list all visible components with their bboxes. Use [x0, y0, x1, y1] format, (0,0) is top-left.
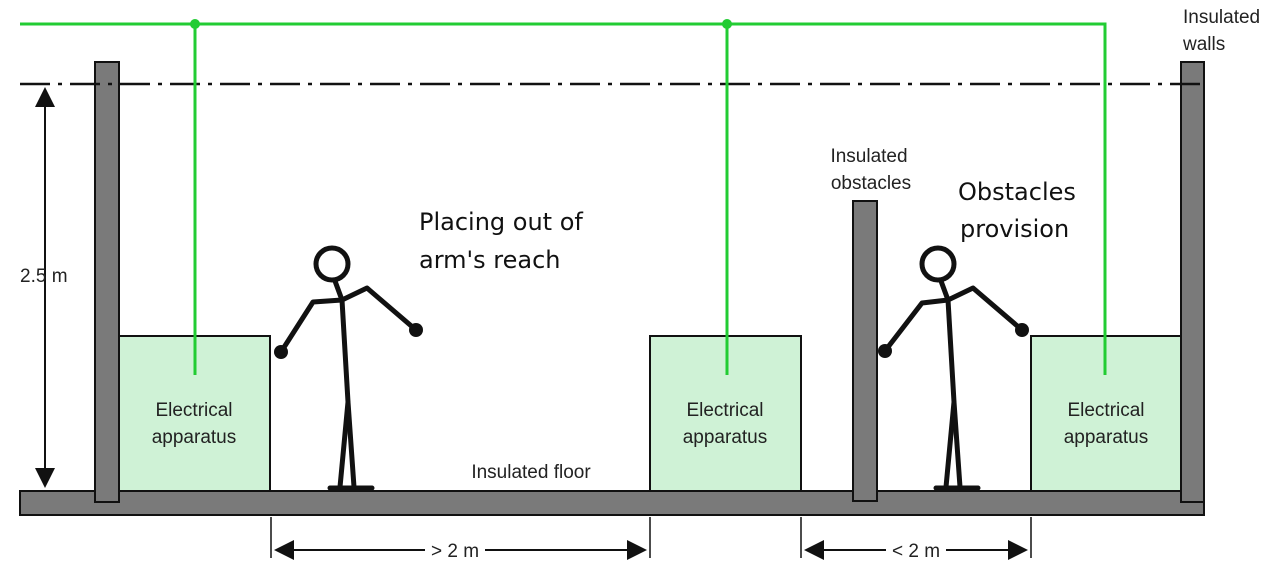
insulated-obstacle	[852, 200, 878, 502]
stick-figure-person-1	[278, 245, 419, 491]
placing-out-label-line1: Placing out of	[419, 208, 583, 236]
insulated-obstacles-label-line2: obstacles	[831, 173, 911, 194]
wire-junction-dot	[722, 19, 732, 29]
distance-less-label: < 2 m	[892, 541, 940, 562]
apparatus-label-line2: apparatus	[152, 427, 237, 448]
placing-out-label-line2: arm's reach	[419, 246, 560, 274]
right-insulated-wall	[1180, 61, 1205, 503]
insulated-floor-slab	[19, 490, 1205, 516]
apparatus-label-line1: Electrical	[686, 400, 763, 421]
hand-dot	[274, 345, 288, 359]
insulated-obstacles-label-line1: Insulated	[830, 146, 907, 167]
apparatus-label-line1: Electrical	[1067, 400, 1144, 421]
insulated-walls-label-line1: Insulated	[1183, 7, 1260, 28]
obstacles-provision-label-line1: Obstacles	[958, 178, 1076, 206]
height-label: 2.5 m	[20, 266, 68, 287]
hand-dot	[409, 323, 423, 337]
insulated-walls-label-line2: walls	[1182, 34, 1225, 55]
stick-figure-person-2	[882, 245, 1025, 491]
obstacles-provision-label-line2: provision	[960, 215, 1069, 243]
left-insulated-wall	[94, 61, 120, 503]
distance-greater-label: > 2 m	[431, 541, 479, 562]
wire-junction-dot	[190, 19, 200, 29]
apparatus-label-line2: apparatus	[683, 427, 768, 448]
hand-dot	[1015, 323, 1029, 337]
hand-dot	[878, 344, 892, 358]
apparatus-label-line2: apparatus	[1064, 427, 1149, 448]
apparatus-label-line1: Electrical	[155, 400, 232, 421]
supply-wiring	[20, 22, 1107, 375]
insulated-floor-label: Insulated floor	[471, 462, 591, 483]
